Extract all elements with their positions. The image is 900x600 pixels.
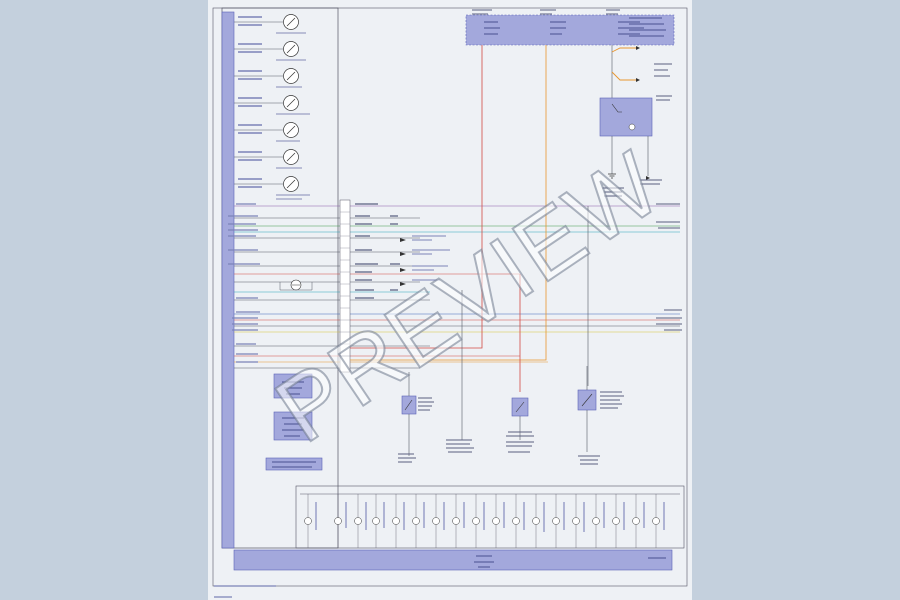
bulb-icon — [412, 494, 420, 548]
right-wire-labels — [656, 203, 682, 331]
bulb-icon — [304, 494, 312, 548]
wire-orange — [350, 45, 547, 361]
ground-icon — [608, 173, 650, 180]
bulb-icon — [354, 494, 362, 548]
bulb-icon — [279, 279, 313, 291]
ground-bus-bar — [233, 549, 673, 571]
cluster-module-bar — [221, 11, 235, 549]
switch-icon — [401, 395, 417, 415]
gauge-icon — [283, 149, 299, 165]
fuse-labels — [629, 17, 666, 37]
bulb-icon — [472, 494, 480, 548]
gauge-icon — [283, 95, 299, 111]
row-labels — [228, 203, 260, 363]
sheet-border — [212, 7, 688, 587]
bulb-icon — [592, 494, 600, 548]
ground-label — [446, 439, 474, 453]
gauge-icon — [283, 176, 299, 192]
bulb-icon — [392, 494, 400, 548]
gauge-icon — [283, 14, 299, 30]
switch-label — [578, 391, 624, 465]
bulb-icon — [372, 494, 380, 548]
gauge-icon — [283, 68, 299, 84]
control-unit — [599, 97, 653, 137]
switch-label — [398, 397, 434, 463]
bulb-icon — [334, 494, 342, 548]
bulb-icon — [612, 494, 620, 548]
submodule-label — [282, 417, 304, 437]
bulb-icon — [572, 494, 580, 548]
ground-bus-label — [474, 555, 666, 568]
lamp-labels — [315, 502, 665, 532]
arrow-icon — [400, 235, 450, 286]
indicator-panel — [295, 485, 685, 549]
indicator-lamps — [304, 494, 660, 548]
bulb-icon — [632, 494, 640, 548]
ground-label — [602, 179, 662, 197]
control-unit-label — [656, 95, 672, 101]
gauges — [234, 14, 310, 200]
bulb-icon — [552, 494, 560, 548]
gauge-icon — [283, 122, 299, 138]
wire-codes — [355, 203, 400, 299]
connector-block — [339, 199, 351, 373]
bulb-icon — [532, 494, 540, 548]
bulb-icon — [452, 494, 460, 548]
cluster-submodule — [265, 457, 323, 471]
submodule-label — [282, 381, 304, 395]
bulb-icon — [432, 494, 440, 548]
wire-red — [350, 45, 483, 349]
arrow-icon — [636, 46, 640, 82]
submodule-label — [272, 461, 316, 468]
relay-dest-label — [654, 63, 672, 77]
fuse-box-header — [472, 9, 620, 15]
switch-label — [506, 431, 534, 453]
fuse-labels — [484, 21, 644, 35]
wire-gray — [611, 136, 649, 176]
bulb-icon — [492, 494, 500, 548]
bulb-icon — [512, 494, 520, 548]
bus-wires — [234, 205, 680, 369]
relay-arrows — [611, 47, 636, 81]
cluster-submodule — [273, 411, 313, 441]
gauge-icon — [283, 41, 299, 57]
bulb-icon — [652, 494, 660, 548]
connector-pins — [340, 211, 350, 357]
